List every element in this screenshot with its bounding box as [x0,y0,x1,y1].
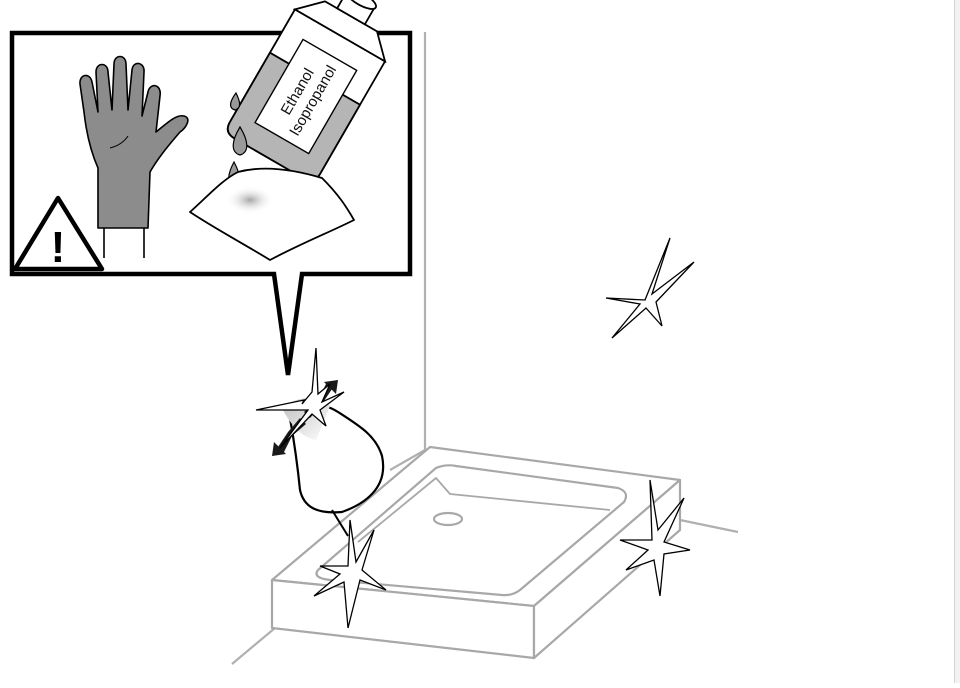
warning-symbol: ! [51,223,66,272]
room-walls [231,32,739,665]
cleaning-cloth-icon [189,167,355,261]
warning-triangle-icon: ! [12,195,105,272]
sparkles [255,237,695,629]
right-edge-divider [954,0,960,683]
sparkle-icon [255,347,345,449]
shower-tray [270,445,682,660]
instruction-callout: ! Ethanol Isopropanol [9,0,413,376]
sparkle-icon [619,479,691,597]
sparkle-icon [313,519,387,629]
glove-icon [79,55,189,258]
solvent-bottle-icon: Ethanol Isopropanol [226,0,387,182]
sparkle-icon [605,237,695,339]
